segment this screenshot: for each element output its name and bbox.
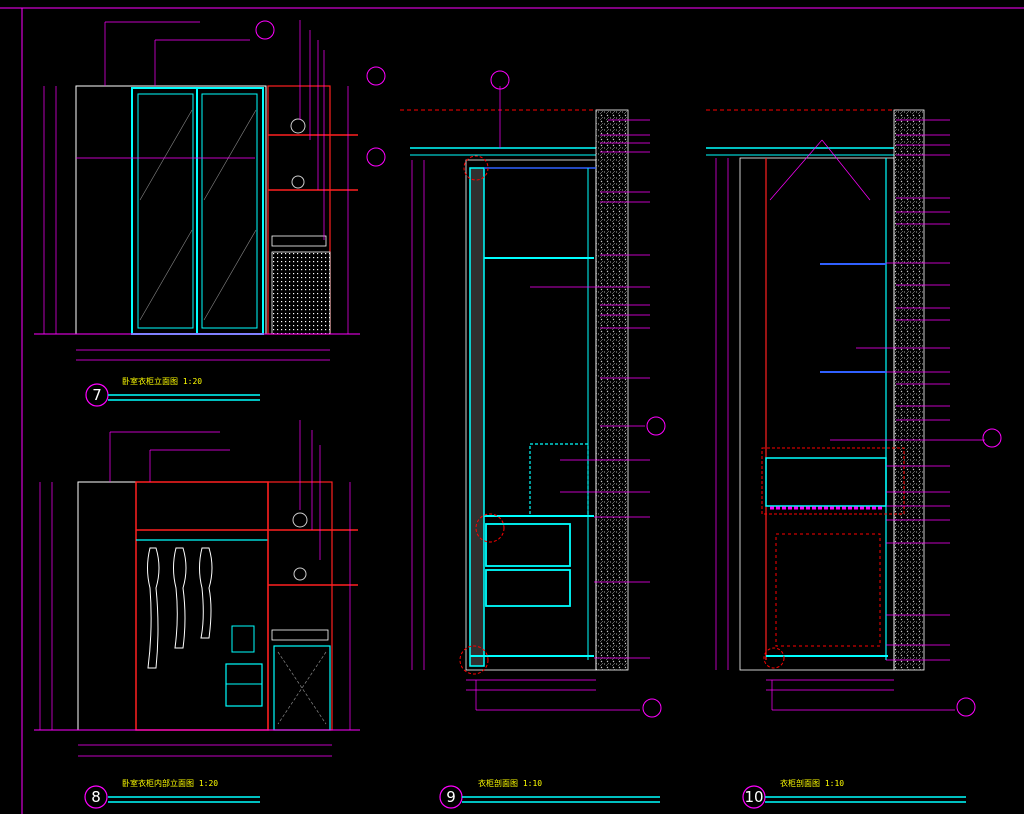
drawing-title-10: 衣柜剖面图 1:10 <box>780 779 845 788</box>
drawing-title-7: 卧室衣柜立面图 1:20 <box>122 377 203 386</box>
drawing-title-8: 卧室衣柜内部立面图 1:20 <box>122 779 219 788</box>
sheet-frame <box>0 7 1024 814</box>
drawing-number-10: 10 <box>744 788 764 806</box>
drawing-7-wardrobe-elevation <box>34 20 386 407</box>
drawing-number-9: 9 <box>446 788 456 806</box>
drawing-8-wardrobe-interior <box>34 420 360 809</box>
drawing-title-9: 衣柜剖面图 1:10 <box>478 779 543 788</box>
drawing-number-7: 7 <box>92 386 102 404</box>
drawing-number-8: 8 <box>91 788 101 806</box>
drawing-10-wardrobe-section <box>706 109 1002 809</box>
drawing-9-wardrobe-section <box>400 70 666 809</box>
